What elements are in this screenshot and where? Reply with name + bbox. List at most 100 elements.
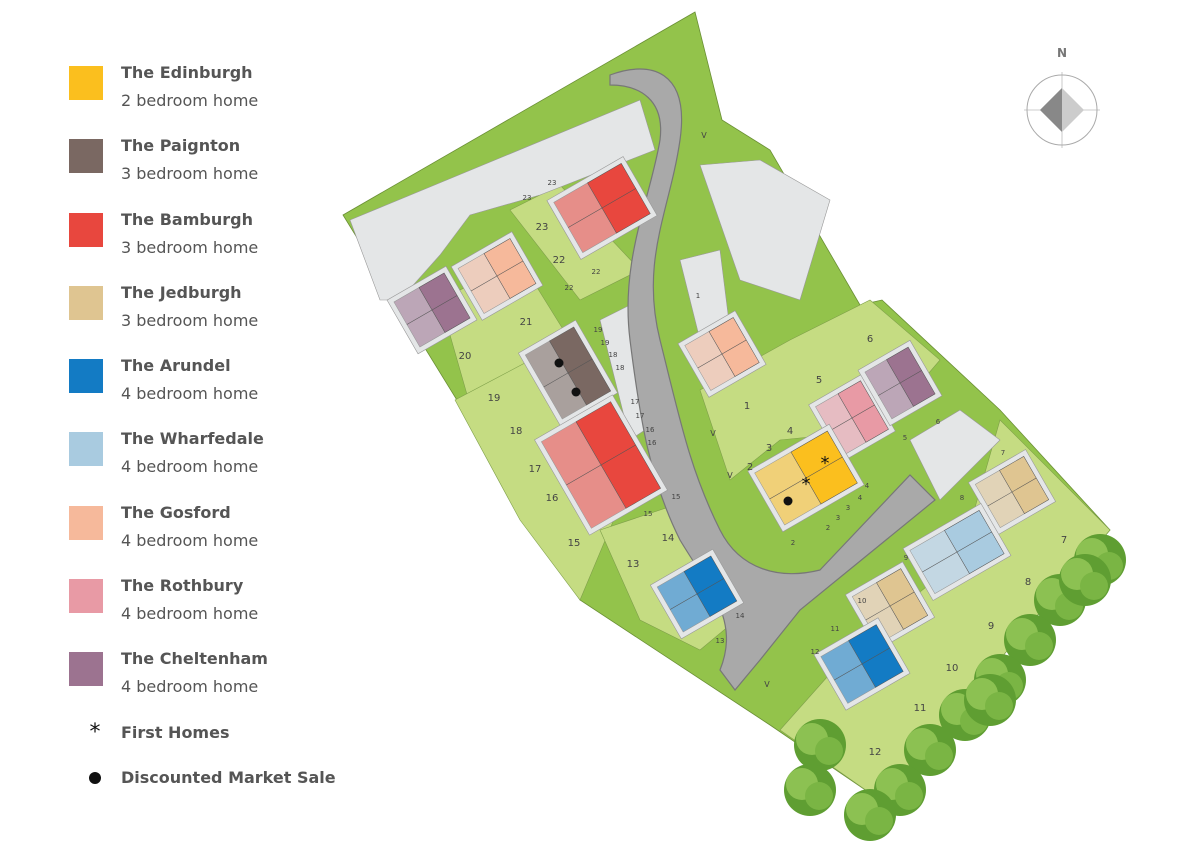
parking-space-label: 18 [609, 351, 618, 359]
tree-icon [865, 807, 893, 835]
house-the-jedburgh[interactable] [968, 449, 1056, 535]
color-swatch [69, 505, 103, 540]
parking-space-label: 7 [1001, 449, 1005, 457]
house-the-cheltenham[interactable] [857, 339, 943, 427]
tree-icon [925, 742, 953, 770]
plot-number[interactable]: 5 [816, 375, 822, 386]
main-road [609, 68, 936, 691]
plot-number[interactable]: 13 [627, 559, 640, 570]
house-the-paignton[interactable] [518, 319, 618, 427]
house-the-edinburgh[interactable] [747, 423, 865, 533]
visitor-parking-label: V [701, 131, 707, 140]
plot-number[interactable]: 23 [536, 222, 549, 233]
color-swatch [69, 359, 103, 394]
plot-number[interactable]: 22 [553, 255, 566, 266]
tree-icon [1080, 572, 1108, 600]
house-type-bedrooms: 4 bedroom home [121, 457, 259, 477]
plot-markers: * * [554, 358, 830, 506]
parking-space-label: 23 [548, 179, 557, 187]
house-the-bamburgh[interactable] [546, 156, 658, 260]
parking-space-label: 19 [594, 326, 603, 334]
house-type-name: The Paignton [121, 136, 241, 156]
house-the-arundel[interactable] [813, 617, 911, 711]
plot-number[interactable]: 11 [914, 703, 927, 714]
tree-icon [805, 782, 833, 810]
plot-number[interactable]: 14 [662, 533, 675, 544]
parking-space-label: 11 [831, 625, 840, 633]
plot-number[interactable]: 16 [546, 493, 559, 504]
parking-space-label: 4 [858, 494, 863, 502]
color-swatch [69, 66, 103, 100]
legend-label: Discounted Market Sale [121, 767, 336, 787]
parking-space-label: 17 [636, 412, 645, 420]
plot-number[interactable]: 15 [568, 538, 581, 549]
plot-number[interactable]: 6 [867, 334, 873, 345]
parking-space-label: 1 [696, 292, 700, 300]
house-type-name: The Rothbury [121, 576, 244, 596]
house-type-bedrooms: 2 bedroom home [121, 91, 259, 110]
parking-space-label: 19 [601, 339, 610, 347]
house-the-arundel[interactable] [649, 548, 745, 640]
house-the-gosford[interactable] [677, 310, 767, 398]
house-the-bamburgh[interactable] [534, 394, 668, 536]
compass: N [1024, 46, 1100, 148]
parking-space-label: 22 [565, 284, 574, 292]
plot-number[interactable]: 3 [766, 443, 772, 454]
house-type-name: The Edinburgh [121, 63, 253, 82]
parking-space-label: 18 [616, 364, 625, 372]
parking-space-label: 2 [826, 524, 830, 532]
house-type-name: The Gosford [121, 502, 231, 522]
parking-space-label: 22 [592, 268, 601, 276]
visitor-parking-label: V [727, 471, 733, 480]
plot-number[interactable]: 10 [946, 663, 959, 674]
house-type-name: The Cheltenham [121, 649, 268, 669]
color-swatch [69, 139, 103, 174]
parking-space-label: 13 [716, 637, 725, 645]
parking-space-label: 15 [672, 493, 681, 501]
house-type-bedrooms: 4 bedroom home [121, 384, 259, 404]
parking-space-label: 4 [865, 482, 870, 490]
tree-icon [1025, 632, 1053, 660]
house-type-name: The Bamburgh [121, 209, 253, 229]
house-type-bedrooms: 3 bedroom home [121, 310, 259, 330]
plot-number[interactable]: 1 [744, 401, 750, 412]
plot-number[interactable]: 7 [1061, 535, 1067, 546]
plot-number[interactable]: 18 [510, 426, 523, 437]
parking-space-label: 12 [811, 648, 820, 656]
plot-number[interactable]: 20 [459, 351, 472, 362]
discounted-market-sale-marker [571, 387, 581, 397]
parking-space-label: 16 [646, 426, 655, 434]
color-swatch [69, 652, 103, 687]
plot-number[interactable]: 8 [1025, 577, 1031, 588]
plot-number[interactable]: 9 [988, 621, 994, 632]
plot-number[interactable]: 19 [488, 393, 501, 404]
parking-space-label: 15 [644, 510, 653, 518]
parking-space-label: 17 [631, 398, 640, 406]
house-the-wharfedale[interactable] [902, 503, 1012, 601]
plot-number[interactable]: 17 [529, 464, 542, 475]
house-the-jedburgh[interactable] [845, 561, 935, 651]
visitor-parking-label: V [764, 680, 770, 689]
house-the-gosford[interactable] [450, 231, 544, 321]
plot-number[interactable]: 2 [747, 462, 753, 473]
parking-space-label: 9 [904, 554, 908, 562]
plot-number[interactable]: 12 [869, 747, 882, 758]
parking-space-label: 5 [903, 434, 907, 442]
color-swatch [69, 285, 103, 320]
parking-space-label: 10 [858, 597, 867, 605]
house-type-bedrooms: 3 bedroom home [121, 164, 259, 184]
color-swatch [69, 579, 103, 614]
compass-north-label: N [1057, 46, 1067, 60]
plot-number[interactable]: 21 [520, 317, 533, 328]
discounted-market-sale-marker [783, 496, 793, 506]
visitor-parking-label: V [710, 429, 716, 438]
color-swatch [69, 212, 103, 247]
tree-icon [895, 782, 923, 810]
house-the-cheltenham[interactable] [386, 265, 478, 355]
tree-icon [815, 737, 843, 765]
parking-space-label: 2 [791, 539, 795, 547]
first-homes-marker: * [821, 453, 830, 474]
parking-space-label: 14 [736, 612, 745, 620]
plot-number[interactable]: 4 [787, 426, 793, 437]
